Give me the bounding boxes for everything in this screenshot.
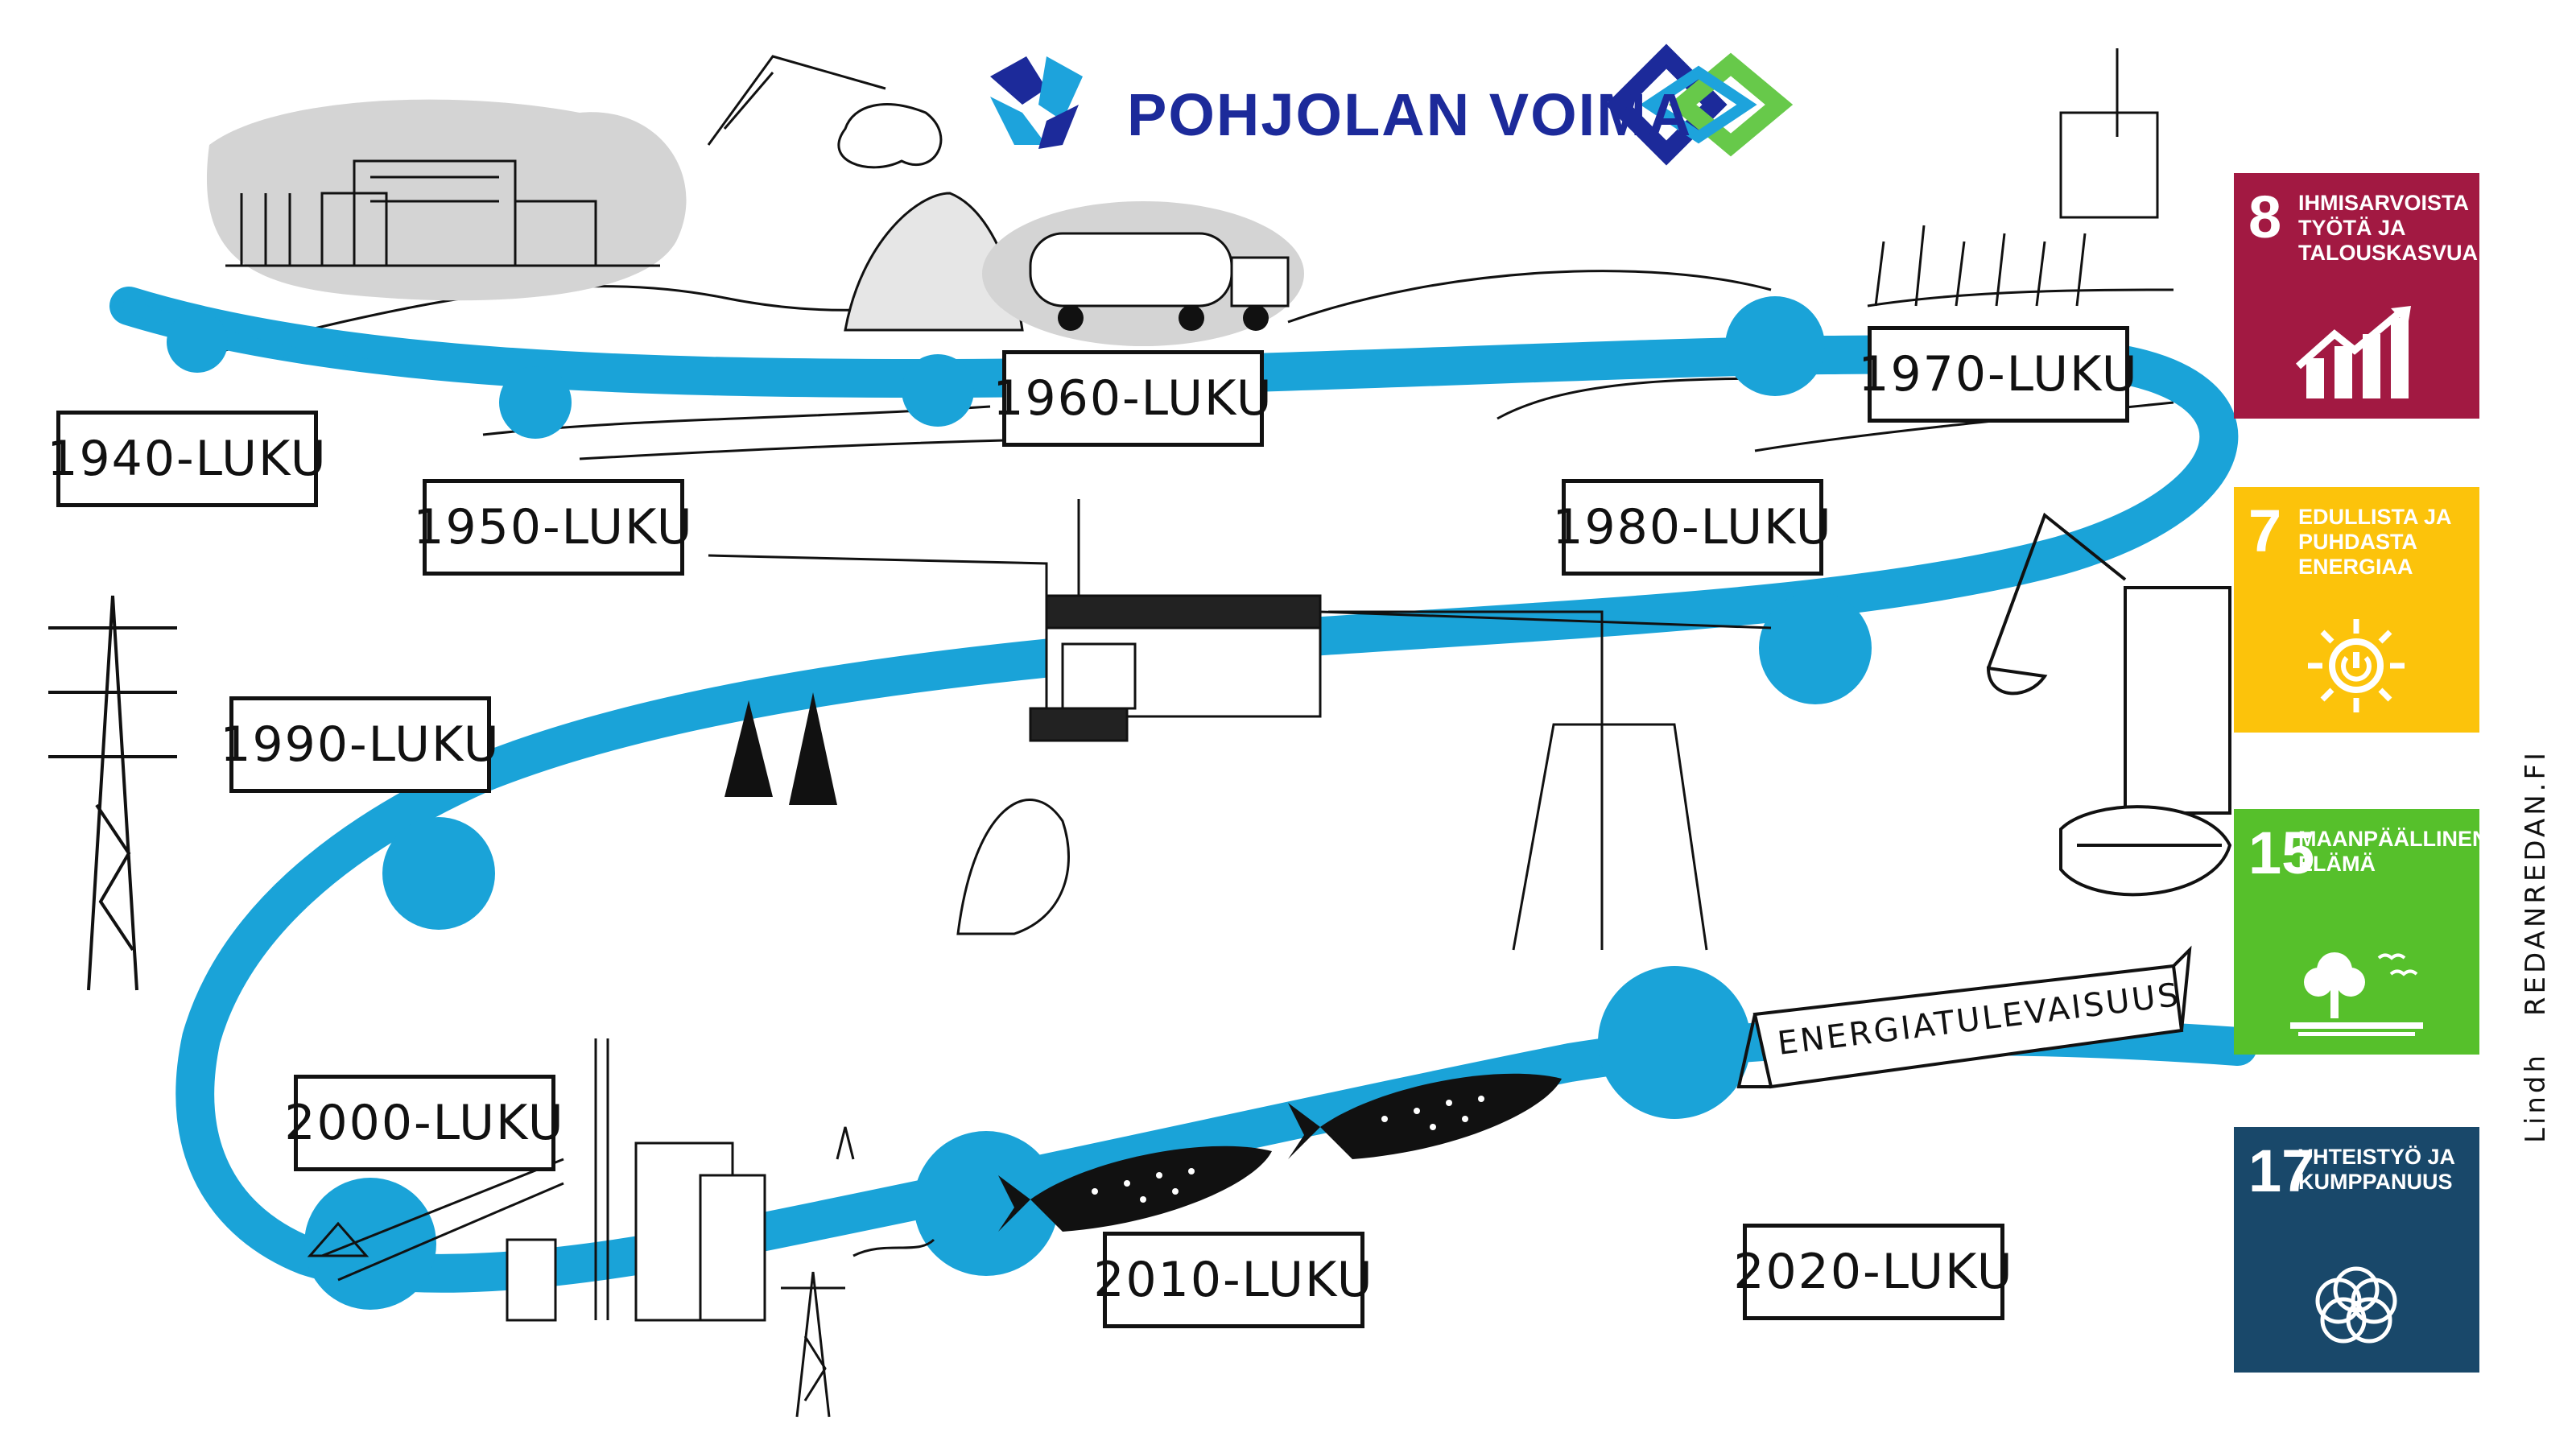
hydro-plant-sketch (708, 499, 1772, 951)
decade-label-2000: 2000-LUKU (284, 1075, 564, 1171)
sdg-tile-8: 8 IHMISARVOISTA TYÖTÄ JA TALOUSKASVUA (2234, 173, 2479, 419)
sdg-title: YHTEISTYÖ JA KUMPPANUUS (2298, 1145, 2455, 1195)
sdg-title: MAANPÄÄLLINEN ELÄMÄ (2298, 827, 2488, 877)
biomass-plant-2000s-sketch (307, 1038, 766, 1322)
node-1950 (499, 366, 572, 439)
tree-birds-icon (2290, 952, 2423, 1036)
pine-trees-sketch (724, 692, 1070, 935)
decade-label-2020: 2020-LUKU (1733, 1224, 2013, 1320)
brand-name: POHJOLAN VOIMA (1127, 81, 1693, 148)
artist-signature: Lindh (2520, 1051, 2552, 1143)
node-2010 (914, 1131, 1059, 1276)
artist-credit: Lindh REDANREDAN.FI (2520, 749, 2552, 1143)
interlocking-rings-icon (2315, 1266, 2397, 1344)
artist-website: REDANREDAN.FI (2520, 749, 2552, 1017)
sun-power-icon (2308, 619, 2405, 712)
log-crane-sketch (707, 55, 943, 169)
timeline-river (109, 287, 2257, 1293)
sdg-number: 7 (2248, 497, 2282, 564)
sdg-title: EDULLISTA JA PUHDASTA ENERGIAA (2298, 505, 2451, 580)
future-banner: ENERGIATULEVAISUUS (1736, 945, 2192, 1089)
sdg-number: 8 (2248, 184, 2282, 250)
node-1970 (1725, 296, 1825, 396)
decade-label-1980: 1980-LUKU (1552, 479, 1831, 576)
fish-2 (1288, 1073, 1562, 1159)
growth-chart-icon (2296, 306, 2411, 398)
sdg-number: 15 (2248, 819, 2315, 886)
decade-label-1990: 1990-LUKU (220, 696, 499, 793)
timeline-river-start (122, 299, 409, 375)
excavator-sketch (1986, 512, 2232, 897)
node-1990 (382, 817, 495, 930)
node-1940 (167, 312, 228, 373)
decade-label-1960: 1960-LUKU (993, 350, 1272, 447)
sdg-title: IHMISARVOISTA TYÖTÄ JA TALOUSKASVUA (2298, 191, 2479, 266)
node-2000 (304, 1178, 436, 1310)
node-1980 (1759, 592, 1872, 704)
decade-label-1970: 1970-LUKU (1858, 326, 2137, 423)
fish-1 (998, 1146, 1272, 1232)
transmission-pylon-sketch (48, 595, 177, 991)
timeline-nodes (167, 296, 1872, 1310)
sdg-tile-15: 15 MAANPÄÄLLINEN ELÄMÄ (2234, 809, 2488, 1055)
sdg-number: 17 (2248, 1137, 2315, 1204)
small-pylon-sketch (781, 1126, 935, 1418)
node-2020 (1598, 966, 1751, 1119)
fish-sketch (998, 1073, 1562, 1232)
decade-label-1950: 1950-LUKU (413, 479, 692, 576)
sdg-tile-7: 7 EDULLISTA JA PUHDASTA ENERGIAA (2234, 487, 2479, 733)
node-1960 (902, 354, 974, 427)
factory-1940s-sketch (206, 99, 687, 301)
power-plant-1970s-sketch (1867, 48, 2174, 308)
decade-label-1940: 1940-LUKU (47, 411, 326, 507)
brand-logo-mark-right (1605, 43, 1794, 166)
brand-logo-mark-left (990, 56, 1083, 149)
tanker-truck-sketch (982, 201, 1304, 346)
sdg-tile-17: 17 YHTEISTYÖ JA KUMPPANUUS (2234, 1127, 2479, 1373)
decade-label-2010: 2010-LUKU (1093, 1232, 1373, 1328)
